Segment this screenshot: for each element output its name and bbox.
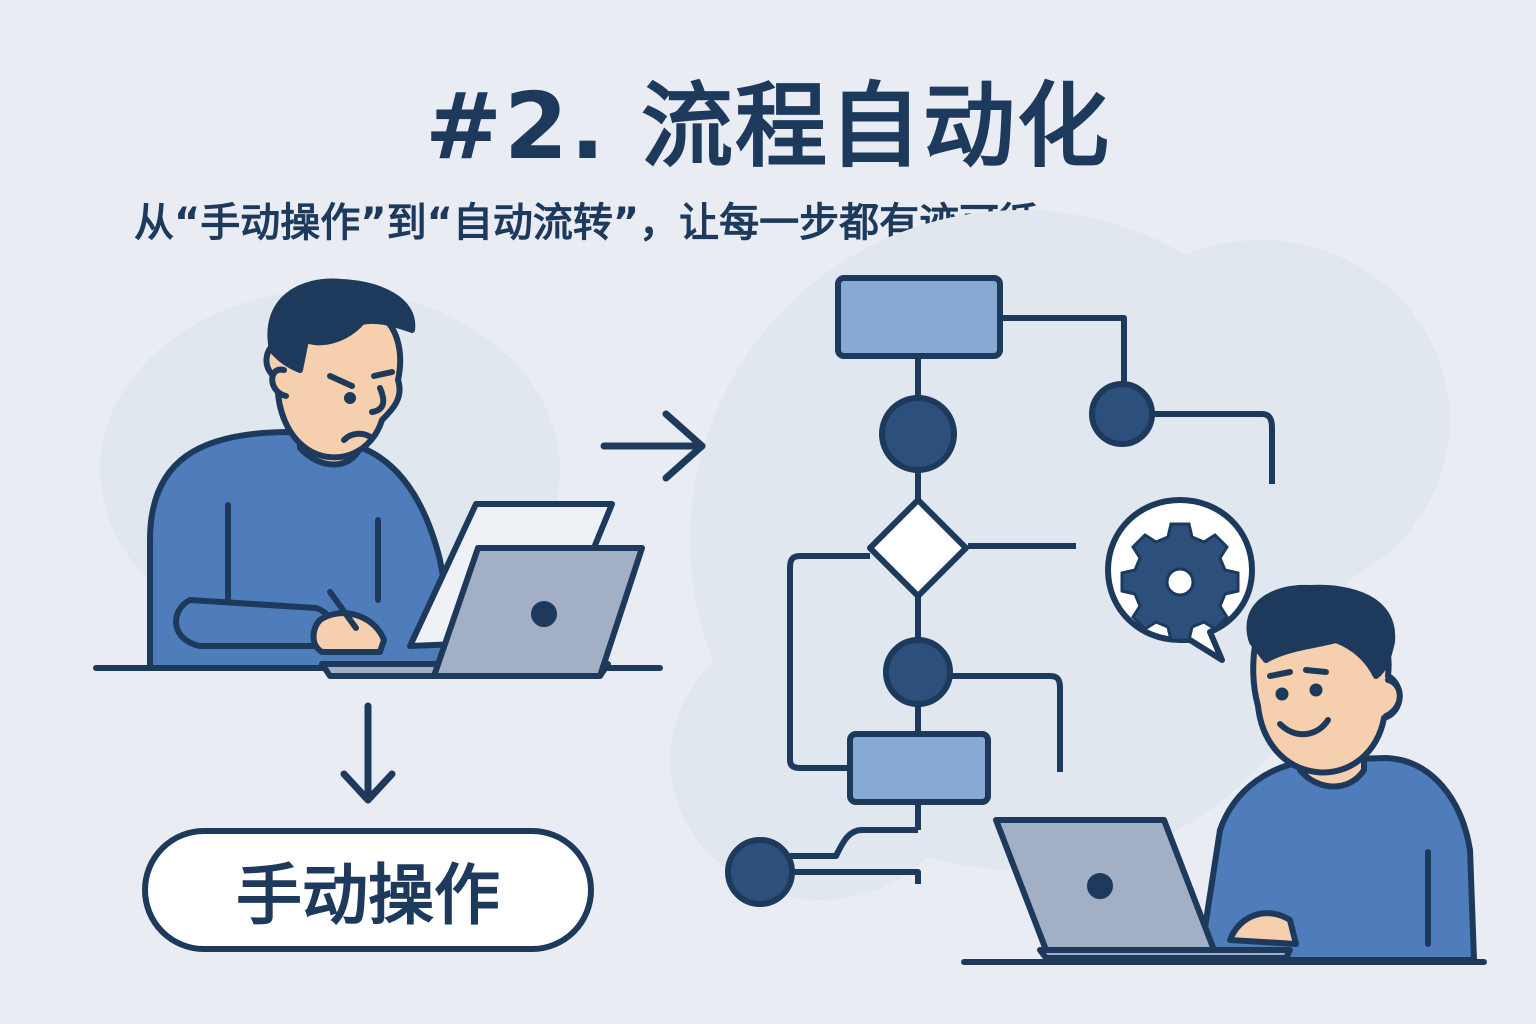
decision-diamond — [867, 497, 969, 599]
arrow-right-icon — [600, 410, 706, 482]
step-node-branch — [1089, 381, 1155, 447]
laptop-icon — [319, 501, 645, 679]
gear-icon — [1120, 522, 1240, 642]
flowchart — [787, 315, 1275, 884]
person-manual — [93, 278, 663, 671]
step-node-3 — [725, 837, 795, 907]
process-box-top — [835, 275, 1003, 359]
flowchart-nodes — [725, 275, 1155, 907]
step-node-2 — [883, 637, 953, 707]
person-automated — [961, 584, 1487, 965]
step-node-1 — [879, 395, 957, 473]
process-box-bottom — [847, 731, 991, 805]
page-title: #2. 流程自动化 — [424, 73, 1112, 180]
laptop-icon — [993, 817, 1293, 961]
manual-operation-label: 手动操作 — [142, 828, 594, 952]
arrow-down-icon — [340, 702, 396, 804]
